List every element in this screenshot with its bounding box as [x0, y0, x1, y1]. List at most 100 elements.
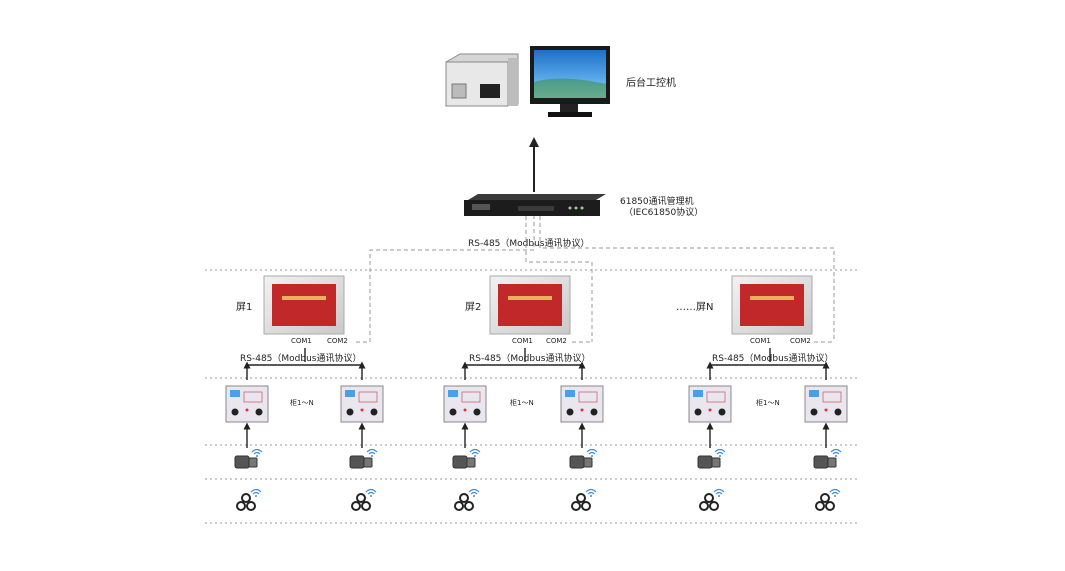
- ring: [464, 501, 474, 511]
- ring: [699, 501, 709, 511]
- controller-display: [693, 390, 703, 397]
- controller-led: [824, 408, 828, 412]
- controller-display: [809, 390, 819, 397]
- wireless-sensor-icon: [452, 448, 481, 469]
- gateway-device: 61850通讯管理机 （IEC61850协议）: [464, 194, 703, 218]
- hmi-touchscreen-icon: [263, 275, 345, 335]
- workstation: 后台工控机: [445, 46, 676, 117]
- sensor-module: [466, 457, 476, 468]
- wireless-sensor-icon: [234, 448, 263, 469]
- signal-dot: [371, 455, 373, 457]
- controller-knob: [590, 408, 598, 416]
- controller-knob: [694, 408, 702, 416]
- controller-panel: [578, 391, 598, 403]
- ring-sensor-icon: [815, 488, 841, 511]
- sensor-body: [234, 455, 250, 469]
- bus-label: RS-485（Modbus通讯协议）: [240, 352, 361, 364]
- signal-arc: [714, 448, 726, 453]
- com2-label: COM2: [790, 337, 811, 345]
- screen-group-1: 屏1 COM1 COM2 RS-485（Modbus通讯协议） 柜1～N: [236, 275, 366, 407]
- ring: [825, 501, 835, 511]
- signal-dot: [473, 495, 475, 497]
- workstation-label: 后台工控机: [626, 76, 676, 89]
- cabinet-span-label: 柜1～N: [290, 398, 314, 407]
- signal-arc: [831, 491, 839, 495]
- signal-dot: [835, 455, 837, 457]
- signal-arc: [586, 448, 598, 453]
- controller-panel: [822, 391, 842, 403]
- ring: [581, 501, 591, 511]
- controller-knob: [718, 408, 726, 416]
- signal-arc: [588, 451, 596, 455]
- link-screen-n: [539, 216, 835, 342]
- rack-device-icon: [464, 194, 606, 216]
- signal-dot: [591, 455, 593, 457]
- signal-arc: [713, 488, 725, 493]
- signal-arc: [829, 488, 841, 493]
- gateway-subtitle: （IEC61850协议）: [624, 206, 703, 218]
- screen-group-n: ……屏N COM1 COM2 RS-485（Modbus通讯协议） 柜1～N: [676, 275, 833, 407]
- ring: [361, 501, 371, 511]
- link-screen-1: [369, 216, 535, 342]
- controller-device-icon: [560, 385, 604, 423]
- cabinet-column: [804, 385, 848, 511]
- signal-dot: [719, 455, 721, 457]
- hmi-touchscreen-icon: [489, 275, 571, 335]
- wireless-signal-icon: [469, 448, 481, 457]
- controller-led: [463, 408, 467, 412]
- wireless-signal-icon: [251, 448, 263, 457]
- screen-label: ……屏N: [676, 301, 713, 313]
- ring-sensor-icon: [571, 488, 597, 511]
- ring: [236, 501, 246, 511]
- sensor-module: [248, 457, 258, 468]
- signal-dot: [256, 455, 258, 457]
- signal-arc: [252, 491, 260, 495]
- wireless-signal-icon: [585, 488, 597, 497]
- signal-arc: [830, 448, 842, 453]
- controller-knob: [255, 408, 263, 416]
- signal-arc: [470, 491, 478, 495]
- signal-arc: [367, 491, 375, 495]
- cabinet-column: [560, 385, 604, 511]
- com2-label: COM2: [327, 337, 348, 345]
- ring-sensor-icon: [351, 488, 377, 511]
- monitor-icon: [530, 46, 610, 117]
- wireless-signal-icon: [713, 488, 725, 497]
- wireless-signal-icon: [366, 448, 378, 457]
- controller-knob: [231, 408, 239, 416]
- wireless-sensor-icon: [813, 448, 842, 469]
- controller-display: [345, 390, 355, 397]
- ring: [351, 501, 361, 511]
- sensor-body: [813, 455, 829, 469]
- cabinet-columns: [225, 385, 848, 511]
- signal-arc: [253, 451, 261, 455]
- ring: [704, 493, 714, 503]
- cabinet-column: [443, 385, 487, 511]
- controller-panel: [243, 391, 263, 403]
- signal-arc: [716, 451, 724, 455]
- controller-knob: [346, 408, 354, 416]
- wireless-sensor-icon: [349, 448, 378, 469]
- controller-led: [245, 408, 249, 412]
- controller-panel: [706, 391, 726, 403]
- wireless-sensor-icon: [569, 448, 598, 469]
- wireless-sensor-icon: [697, 448, 726, 469]
- signal-dot: [370, 495, 372, 497]
- controller-device-icon: [225, 385, 269, 423]
- wireless-signal-icon: [830, 448, 842, 457]
- controller-knob: [473, 408, 481, 416]
- controller-knob: [810, 408, 818, 416]
- signal-dot: [474, 455, 476, 457]
- controller-display: [565, 390, 575, 397]
- screen-label: 屏2: [465, 301, 481, 313]
- link-screen-2: [525, 216, 593, 342]
- cabinet-column: [225, 385, 269, 511]
- sensor-module: [583, 457, 593, 468]
- signal-arc: [832, 451, 840, 455]
- signal-dot: [834, 495, 836, 497]
- wireless-signal-icon: [468, 488, 480, 497]
- controller-device-icon: [443, 385, 487, 423]
- sensor-body: [569, 455, 585, 469]
- ring: [454, 501, 464, 511]
- dashed-rs485-links: [356, 216, 835, 343]
